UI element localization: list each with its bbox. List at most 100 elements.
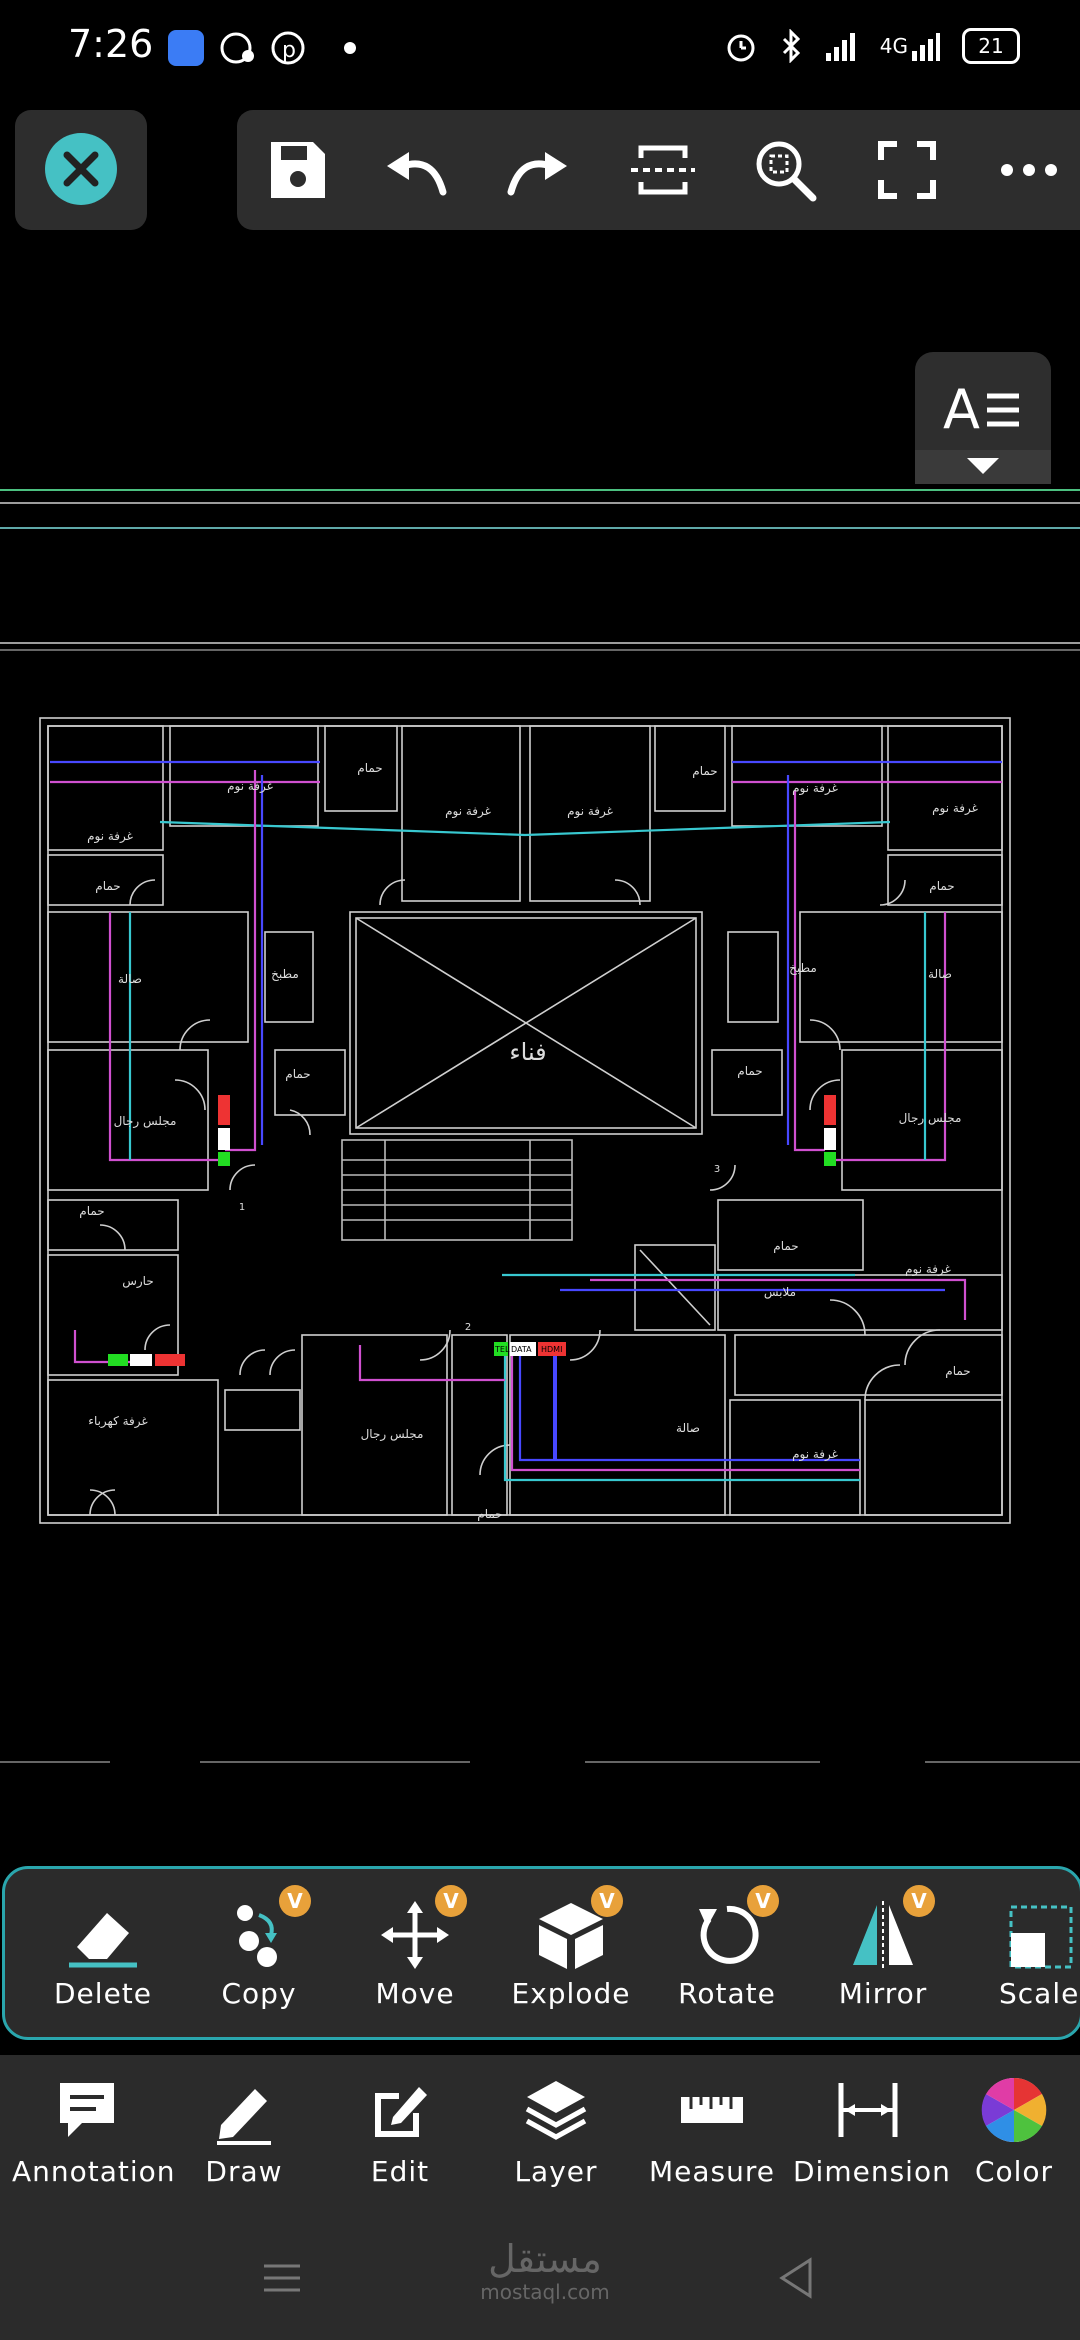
section-button[interactable] (627, 134, 699, 206)
signal-icon (825, 33, 855, 61)
top-toolbar (237, 110, 1080, 230)
copy-badge: V (279, 1885, 311, 1917)
bath-label-8: حمام (773, 1239, 798, 1253)
network-label: 4G (879, 34, 908, 58)
fullscreen-button[interactable] (871, 134, 943, 206)
delete-label: Delete (54, 1977, 152, 2010)
data-tag-label: DATA (511, 1345, 532, 1354)
copy-label: Copy (221, 1977, 297, 2010)
bath-label-10: حمام (477, 1507, 502, 1521)
rotate-icon (699, 1905, 759, 1964)
redo-button[interactable] (501, 134, 573, 206)
save-icon (271, 142, 325, 198)
bluetooth-icon (782, 29, 800, 63)
hdmi-tag-label: HDMI (541, 1345, 562, 1354)
bath-label-7: حمام (79, 1204, 104, 1218)
number-1-label: 1 (239, 1202, 245, 1213)
copy-tool[interactable]: V Copy (199, 1885, 319, 2025)
app-notification-icon (168, 30, 204, 66)
nav-annotation[interactable]: Annotation (12, 2075, 176, 2188)
explode-badge: V (591, 1885, 623, 1917)
move-label: Move (375, 1977, 455, 2010)
bath-label-5: حمام (285, 1067, 310, 1081)
bedroom-label-3: غرفة نوم (445, 804, 491, 819)
undo-button[interactable] (381, 134, 453, 206)
edit-icon (375, 2087, 427, 2137)
zoom-extents-icon (756, 141, 817, 202)
move-icon (381, 1901, 449, 1969)
dimension-label: Dimension (793, 2155, 951, 2188)
color-wheel-icon (981, 2077, 1047, 2143)
nav-measure[interactable]: Measure (637, 2075, 787, 2188)
delete-tool[interactable]: Delete (43, 1885, 163, 2025)
battery-icon: 21 (962, 28, 1020, 64)
tel-tag-label: TEL (494, 1345, 510, 1354)
mirror-icon (853, 1901, 913, 1969)
nav-draw[interactable]: Draw (169, 2075, 319, 2188)
mirror-label: Mirror (838, 1977, 928, 2010)
more-icon (1001, 164, 1057, 176)
watermark: مستقل mostaql.com (470, 2238, 620, 2304)
battery-level: 21 (978, 34, 1004, 58)
nav-color[interactable]: Color (949, 2075, 1079, 2188)
dimension-icon (838, 2083, 898, 2137)
bath-label-9: حمام (945, 1364, 970, 1378)
watermark-url: mostaql.com (480, 2280, 610, 2304)
network-4g-icon: 4G (880, 31, 940, 61)
living-bottom-label: صالة (676, 1421, 700, 1435)
living-right-label: صالة (928, 967, 952, 981)
draw-label: Draw (205, 2155, 283, 2188)
number-3-label: 3 (714, 1164, 720, 1175)
mirror-badge: V (903, 1885, 935, 1917)
nav-layer[interactable]: Layer (481, 2075, 631, 2188)
redo-icon (507, 152, 567, 196)
more-notifications-dot (344, 42, 356, 54)
undo-icon (387, 152, 447, 196)
section-icon (631, 145, 695, 195)
layers-icon (525, 2081, 587, 2140)
alarm-icon (727, 34, 755, 62)
text-style-button[interactable]: A (915, 352, 1051, 484)
status-time: 7:26 (68, 22, 154, 66)
number-2-label: 2 (465, 1322, 471, 1333)
drawing-canvas[interactable]: DATA HDMI TEL فناء مجلس رجال مجلس رجال م… (0, 470, 1080, 1870)
modify-tools-panel: Delete V Copy V Move V Explode V Rotate … (2, 1866, 1080, 2040)
nav-dimension[interactable]: Dimension (793, 2075, 951, 2188)
men-majlis-left-label: مجلس رجال (114, 1114, 177, 1129)
eraser-icon (69, 1913, 137, 1968)
close-icon (63, 151, 99, 187)
living-left-label: صالة (118, 972, 142, 986)
electric-room-label: غرفة كهرباء (88, 1414, 147, 1429)
color-label: Color (974, 2155, 1054, 2188)
pinterest-icon: p (270, 30, 306, 66)
system-navigation-bar: مستقل mostaql.com (0, 2230, 1080, 2340)
explode-cube-icon (539, 1903, 603, 1969)
rotate-badge: V (747, 1885, 779, 1917)
close-button[interactable] (45, 133, 117, 205)
courtyard-label: فناء (509, 1038, 546, 1066)
bedroom-label-7: غرفة نوم (905, 1262, 951, 1277)
bedroom-label-5: غرفة نوم (792, 781, 838, 796)
save-button[interactable] (261, 134, 333, 206)
more-button[interactable] (993, 134, 1065, 206)
explode-tool[interactable]: V Explode (511, 1885, 631, 2025)
text-style-icon: A (915, 378, 1051, 484)
explode-label: Explode (511, 1977, 631, 2010)
nav-edit[interactable]: Edit (325, 2075, 475, 2188)
scale-tool[interactable]: Scale (975, 1885, 1080, 2025)
copy-icon (237, 1905, 277, 1967)
bath-label-6: حمام (737, 1064, 762, 1078)
annotation-label: Annotation (12, 2155, 176, 2188)
mirror-tool[interactable]: V Mirror (823, 1885, 943, 2025)
zoom-extents-button[interactable] (749, 134, 821, 206)
back-icon[interactable] (776, 2256, 816, 2300)
move-tool[interactable]: V Move (355, 1885, 475, 2025)
bottom-navigation: Annotation Draw Edit Layer Measure Dimen… (0, 2055, 1080, 2340)
watermark-arabic: مستقل (488, 2237, 602, 2281)
guard-room-label: حارس (122, 1274, 154, 1289)
kitchen-left-label: مطبخ (271, 967, 299, 981)
rotate-tool[interactable]: V Rotate (667, 1885, 787, 2025)
recent-apps-icon[interactable] (262, 2258, 302, 2298)
men-majlis-right-label: مجلس رجال (899, 1111, 962, 1126)
measure-label: Measure (649, 2155, 775, 2188)
